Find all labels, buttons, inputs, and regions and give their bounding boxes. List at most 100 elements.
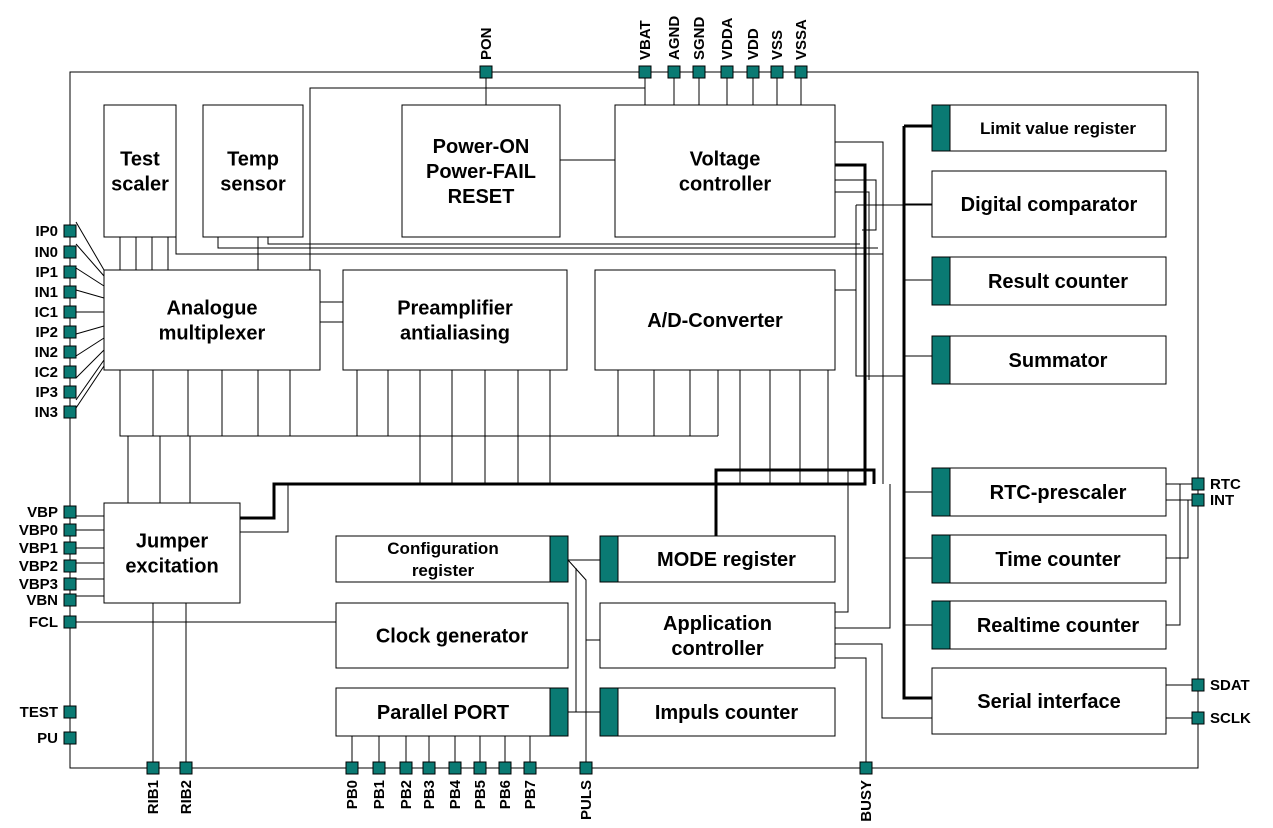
pin-pad	[63, 541, 77, 555]
register-tag	[549, 535, 569, 583]
pin-label: VSS	[769, 30, 786, 60]
block-label: Impuls counter	[655, 702, 799, 724]
pin-label: VDD	[745, 28, 762, 60]
pin-pad	[372, 761, 386, 775]
pin-ip3: IP3	[35, 384, 77, 401]
block-label: Parallel PORT	[377, 702, 509, 724]
block-label: Clock generator	[376, 626, 528, 648]
pin-label: FCL	[29, 614, 58, 631]
pin-vbp: VBP	[27, 504, 77, 521]
pin-pad	[638, 65, 652, 79]
pin-label: PB3	[421, 780, 438, 809]
pin-vdda: VDDA	[719, 17, 736, 79]
pin-label: PULS	[578, 780, 595, 820]
mode-register-block: MODE register	[599, 535, 836, 583]
pin-pad	[63, 523, 77, 537]
pin-vdd: VDD	[745, 28, 762, 79]
block-frame	[599, 535, 836, 583]
pin-pad	[63, 265, 77, 279]
pin-test: TEST	[20, 704, 77, 721]
block-frame	[931, 667, 1167, 735]
pin-in3: IN3	[35, 404, 77, 421]
serial-interface-block: Serial interface	[931, 667, 1167, 735]
block-label: RTC-prescaler	[990, 482, 1127, 504]
wiring	[75, 72, 1198, 768]
pin-pad	[63, 325, 77, 339]
pin-ic1: IC1	[35, 304, 77, 321]
pin-pb7: PB7	[522, 761, 539, 809]
pin-pad	[1191, 493, 1205, 507]
impuls-counter-block: Impuls counter	[599, 687, 836, 737]
block-frame	[931, 256, 1167, 306]
pin-vbp1: VBP1	[19, 540, 77, 557]
pin-pad	[63, 385, 77, 399]
pin-label: VBAT	[637, 20, 654, 60]
pin-label: IN0	[35, 244, 58, 261]
block-label: A/D-Converter	[647, 310, 783, 332]
pin-label: IN3	[35, 404, 58, 421]
pin-busy: BUSY	[858, 761, 875, 822]
block-label: antialiasing	[400, 323, 510, 345]
chip-boundary	[69, 71, 1199, 769]
pin-label: PB2	[398, 780, 415, 809]
pin-pad	[146, 761, 160, 775]
block-frame	[614, 104, 836, 238]
pin-pb6: PB6	[497, 761, 514, 809]
pin-puls: PULS	[578, 761, 595, 820]
pin-in0: IN0	[35, 244, 77, 261]
block-label: Temp	[227, 149, 279, 171]
block-frame	[931, 467, 1167, 517]
pin-pad	[720, 65, 734, 79]
pin-pad	[63, 245, 77, 259]
pin-pad	[479, 65, 493, 79]
register-tag	[931, 335, 951, 385]
pin-label: IN1	[35, 284, 58, 301]
pin-pad	[794, 65, 808, 79]
pin-label: INT	[1210, 492, 1234, 509]
pin-in2: IN2	[35, 344, 77, 361]
block-frame	[931, 335, 1167, 385]
block-label: Voltage	[690, 149, 761, 171]
pin-pad	[63, 615, 77, 629]
block-label: Digital comparator	[961, 194, 1138, 216]
block-label: RESET	[448, 186, 515, 208]
pin-label: SCLK	[1210, 710, 1251, 727]
register-tag	[931, 256, 951, 306]
pin-label: AGND	[666, 16, 683, 60]
pin-label: VBP2	[19, 558, 58, 575]
register-tag	[931, 534, 951, 584]
pin-label: IP1	[35, 264, 58, 281]
summator-block: Summator	[931, 335, 1167, 385]
pin-label: SGND	[691, 16, 708, 60]
pin-pad	[770, 65, 784, 79]
pin-pad	[63, 577, 77, 591]
pin-vbp2: VBP2	[19, 558, 77, 575]
pin-label: PB6	[497, 780, 514, 809]
pin-pad	[63, 345, 77, 359]
pin-label: IN2	[35, 344, 58, 361]
pin-pad	[1191, 711, 1205, 725]
pin-label: BUSY	[858, 780, 875, 822]
block-label: multiplexer	[159, 323, 266, 345]
pin-pad	[345, 761, 359, 775]
functional-blocks: TestscalerTempsensorPower-ONPower-FAILRE…	[103, 104, 1167, 737]
pin-label: IP2	[35, 324, 58, 341]
register-tag	[931, 104, 951, 152]
pin-pb4: PB4	[447, 761, 464, 809]
block-frame	[202, 104, 304, 238]
block-frame	[342, 269, 568, 371]
pin-label: PB1	[371, 780, 388, 809]
pin-rib1: RIB1	[145, 761, 162, 814]
pin-sgnd: SGND	[691, 16, 708, 79]
pin-vbp0: VBP0	[19, 522, 77, 539]
pin-label: VBP0	[19, 522, 58, 539]
block-label: Serial interface	[977, 691, 1120, 713]
pin-vssa: VSSA	[793, 19, 810, 79]
block-frame	[401, 104, 561, 238]
